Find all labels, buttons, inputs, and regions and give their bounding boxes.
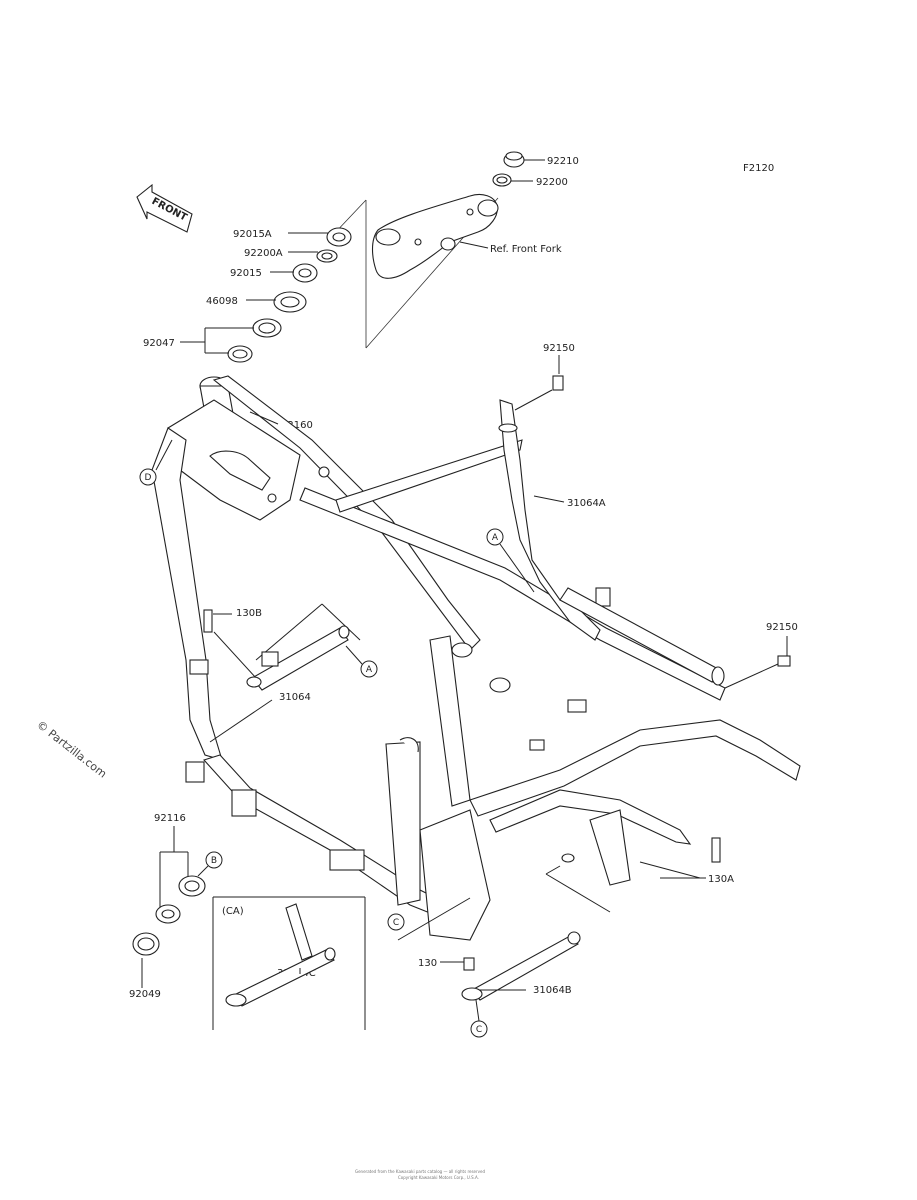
ca-box: (CA) <box>212 896 366 1030</box>
callout-a-lower: A <box>345 645 378 678</box>
bolt-130 <box>440 957 475 971</box>
svg-text:B: B <box>211 856 217 866</box>
part-31064 <box>246 625 350 691</box>
footer-line-1: Generated from the Kawasaki parts catalo… <box>355 1169 485 1174</box>
label-92200: 92200 <box>536 177 568 188</box>
svg-text:C: C <box>393 918 399 928</box>
label-92210: 92210 <box>547 156 579 167</box>
label-92150-upper: 92150 <box>543 343 575 354</box>
label-46098: 46098 <box>206 296 238 307</box>
callout-d: D <box>139 439 173 486</box>
label-31064a: 31064A <box>567 498 606 509</box>
svg-text:A: A <box>492 533 499 543</box>
bolt-92150-upper <box>552 375 564 391</box>
watermark: © Partzilla.com <box>34 718 109 781</box>
label-130: 130 <box>418 958 437 969</box>
label-130a: 130A <box>708 874 734 885</box>
label-ref-front-fork: Ref. Front Fork <box>490 244 562 255</box>
label-92200a: 92200A <box>244 248 283 259</box>
svg-text:D: D <box>145 473 152 483</box>
leader-lines-top <box>180 159 545 354</box>
label-92049: 92049 <box>129 989 161 1000</box>
part-31064b <box>461 931 581 1001</box>
bolt-130a <box>711 837 721 863</box>
label-31064b: 31064B <box>533 985 572 996</box>
label-92015a: 92015A <box>233 229 272 240</box>
callout-c-lower: C <box>470 999 488 1038</box>
label-92150-right: 92150 <box>766 622 798 633</box>
upper-bracket <box>371 193 498 279</box>
part-31064c <box>231 949 335 1007</box>
parts-92116-92049 <box>132 826 206 988</box>
label-130b: 130B <box>236 608 262 619</box>
label-31064: 31064 <box>279 692 311 703</box>
footer-line-2: Copyright Kawasaki Motors Corp., U.S.A. <box>398 1175 479 1180</box>
label-92116: 92116 <box>154 813 186 824</box>
callout-a-upper: A <box>486 528 535 593</box>
diagram-code: F2120 <box>743 163 774 174</box>
svg-text:C: C <box>476 1025 482 1035</box>
bolt-92150-right <box>777 655 791 667</box>
front-arrow-icon: FRONT <box>136 183 193 233</box>
main-frame <box>151 375 801 941</box>
svg-text:A: A <box>366 665 373 675</box>
callout-c-upper: C <box>387 913 405 931</box>
steering-stem-group <box>227 151 525 363</box>
label-32160: 32160 <box>281 420 313 431</box>
label-92047: 92047 <box>143 338 175 349</box>
callout-b: B <box>197 851 223 877</box>
label-92015: 92015 <box>230 268 262 279</box>
leader-lines-middle <box>203 355 791 941</box>
ca-label: (CA) <box>222 906 244 917</box>
bolt-130b <box>203 609 213 633</box>
